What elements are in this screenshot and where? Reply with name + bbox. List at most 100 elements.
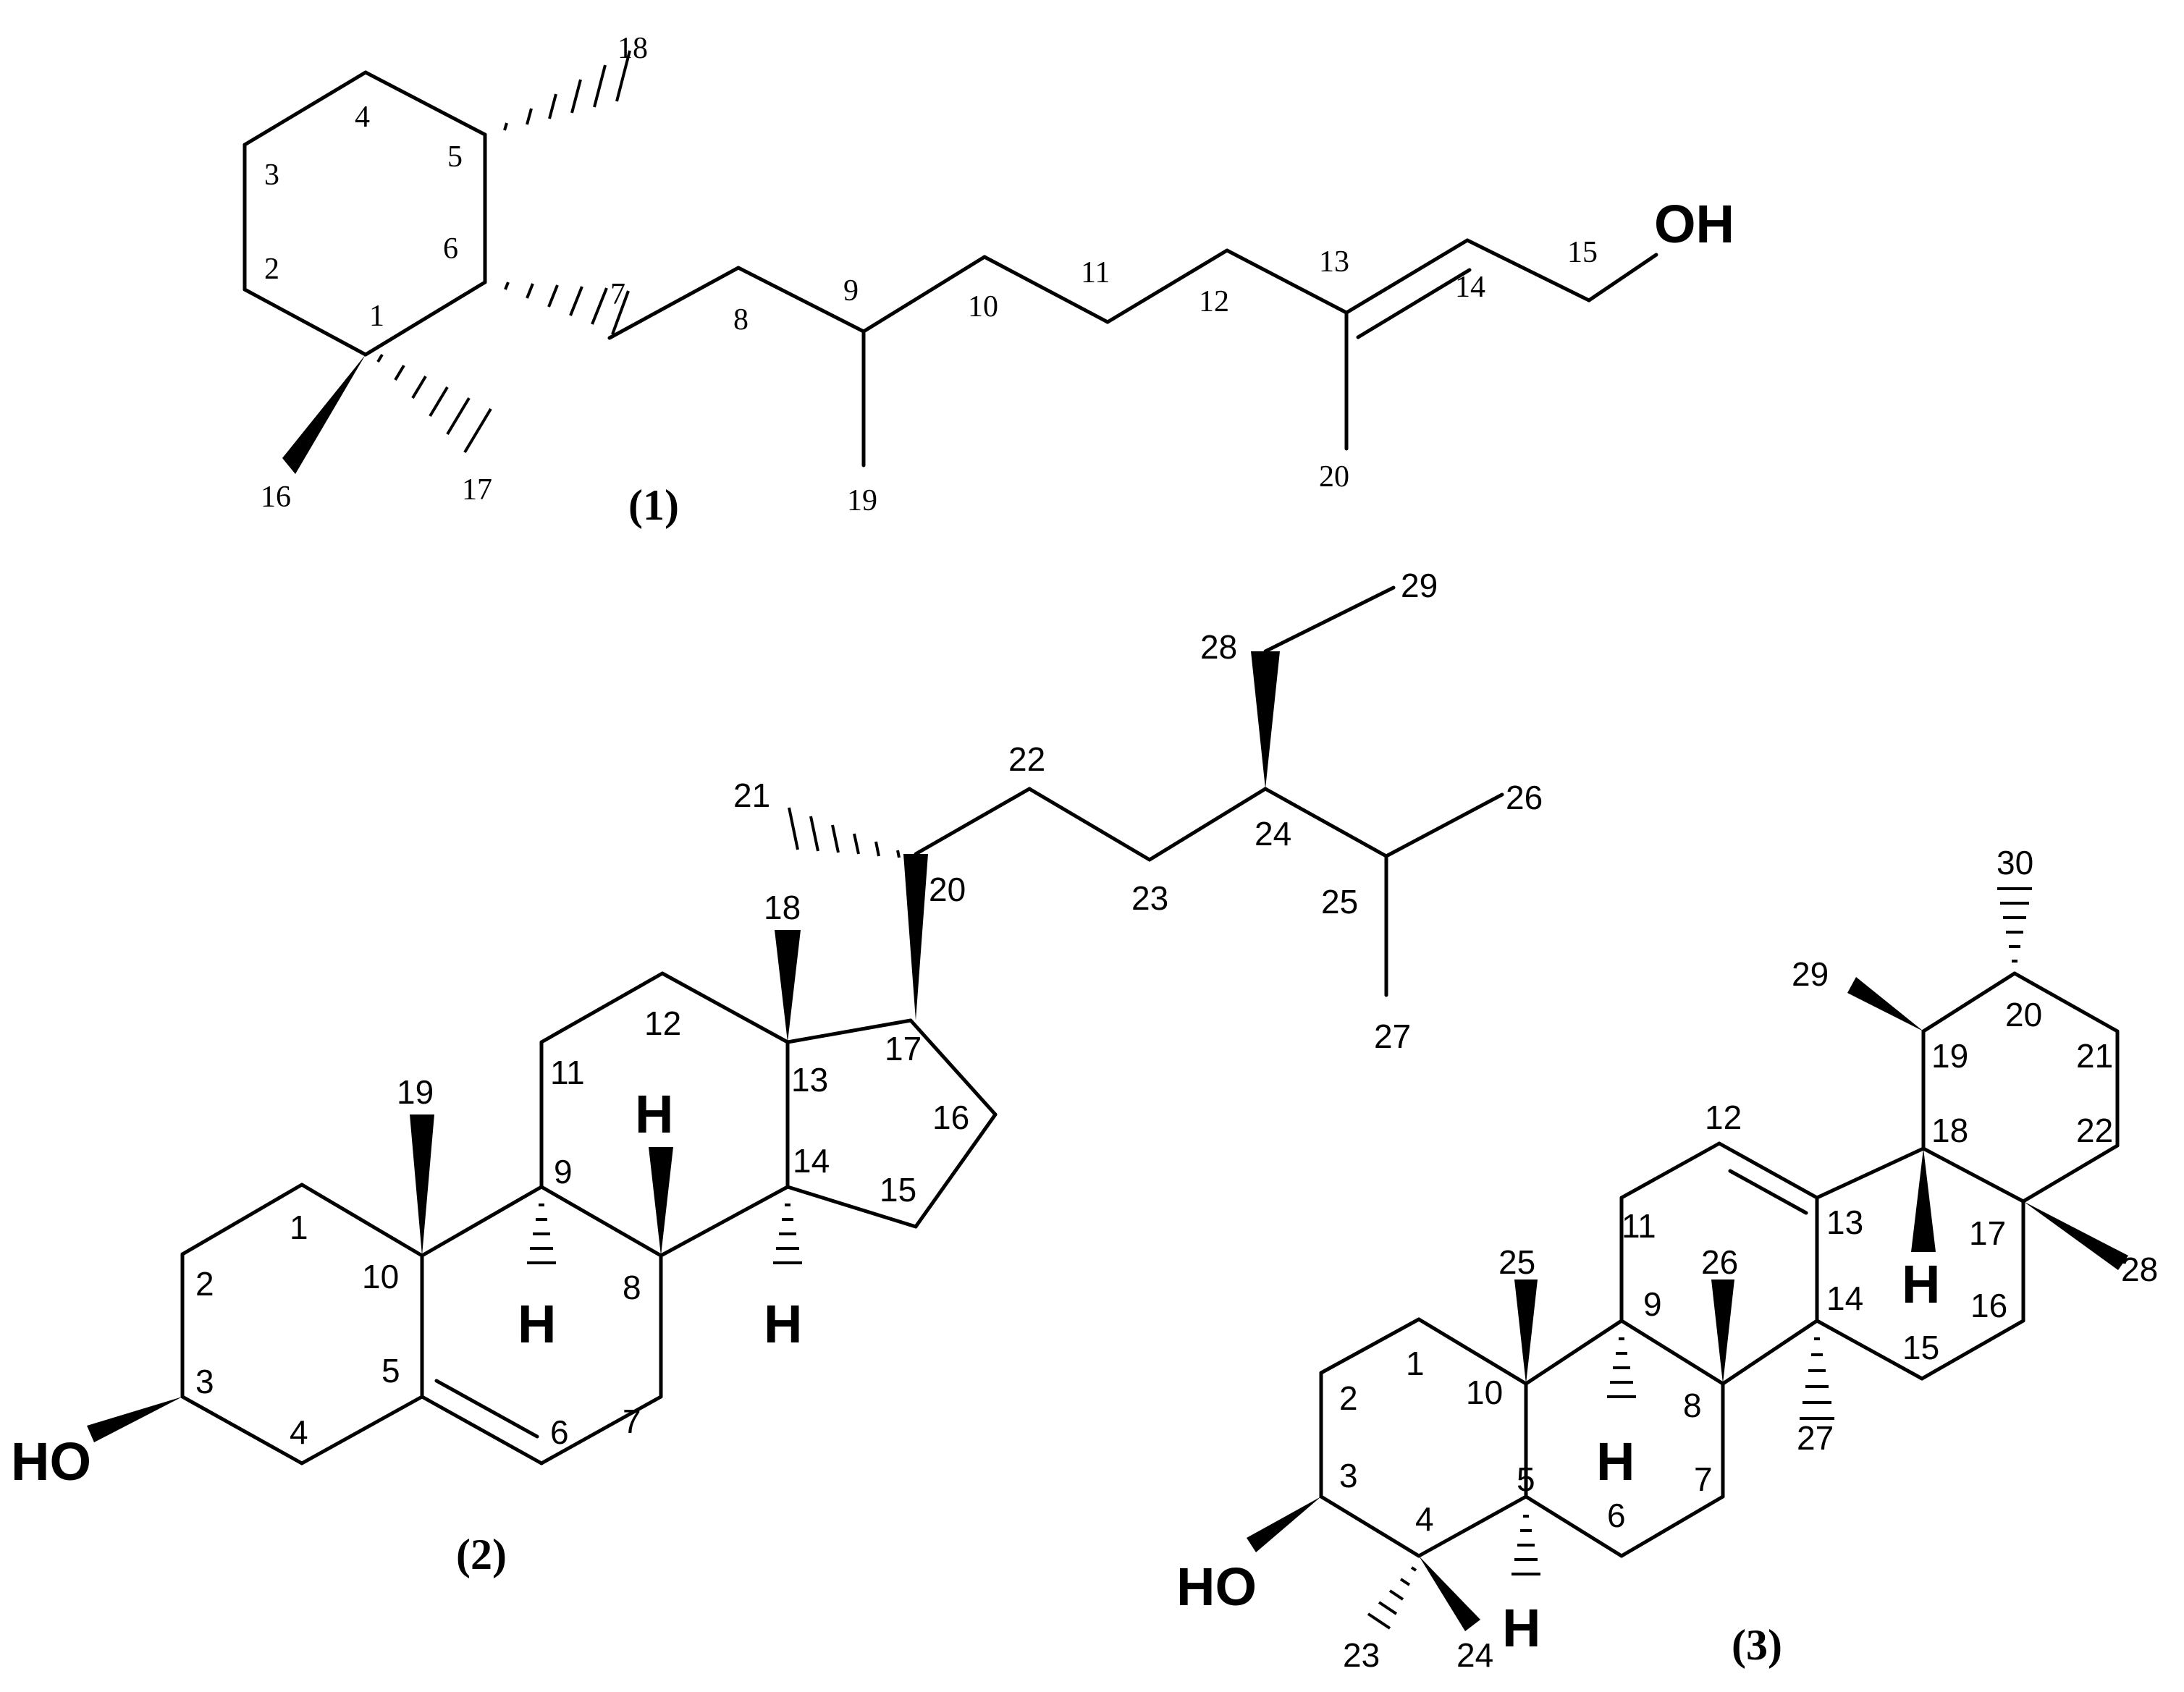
locant: 22 bbox=[1008, 740, 1045, 778]
structure-2-caption: (2) bbox=[456, 1531, 507, 1578]
locant: 10 bbox=[362, 1258, 399, 1295]
locant: 1 bbox=[369, 300, 384, 333]
locant: 8 bbox=[1683, 1387, 1702, 1424]
hydroxyl-label: HO bbox=[1176, 1557, 1257, 1617]
locant: 24 bbox=[1456, 1636, 1493, 1674]
locant: 21 bbox=[2076, 1037, 2113, 1075]
locant: 14 bbox=[793, 1142, 830, 1180]
locant: 17 bbox=[885, 1030, 922, 1067]
locant: 26 bbox=[1701, 1243, 1738, 1281]
locant: 11 bbox=[1081, 256, 1110, 289]
locant: 22 bbox=[2076, 1112, 2113, 1149]
locant: 12 bbox=[1199, 285, 1229, 318]
locant: 8 bbox=[623, 1269, 641, 1306]
locant: 6 bbox=[550, 1413, 569, 1451]
structure-2-stereo-bonds bbox=[87, 651, 1280, 1442]
h-label: H bbox=[1902, 1254, 1940, 1314]
locant: 23 bbox=[1343, 1636, 1380, 1674]
hash-c14-h bbox=[773, 1204, 802, 1264]
locant: 4 bbox=[290, 1413, 308, 1451]
locant: 12 bbox=[644, 1004, 681, 1042]
locant: 13 bbox=[791, 1061, 828, 1099]
locant: 2 bbox=[1339, 1379, 1358, 1417]
locant: 5 bbox=[1517, 1460, 1535, 1498]
locant: 13 bbox=[1826, 1204, 1863, 1241]
hash-c14-c27 bbox=[1800, 1337, 1834, 1420]
structure-1-caption: (1) bbox=[628, 481, 679, 529]
structure-1-bonds bbox=[243, 70, 1658, 468]
locant: 7 bbox=[610, 278, 625, 311]
locant: 18 bbox=[764, 889, 801, 926]
locant: 28 bbox=[1200, 628, 1237, 666]
h-label: H bbox=[1596, 1431, 1635, 1492]
locant: 19 bbox=[847, 484, 877, 517]
h-label: H bbox=[518, 1294, 556, 1354]
locant: 11 bbox=[1622, 1207, 1656, 1245]
h-label: H bbox=[1502, 1598, 1540, 1658]
locant: 9 bbox=[554, 1153, 573, 1190]
locant: 8 bbox=[733, 303, 749, 337]
locant: 14 bbox=[1826, 1279, 1863, 1317]
hash-c1-c17 bbox=[376, 353, 492, 454]
locant: 20 bbox=[929, 871, 966, 908]
locant: 16 bbox=[1970, 1287, 2007, 1324]
locant: 5 bbox=[381, 1352, 400, 1389]
locant: 29 bbox=[1792, 955, 1829, 993]
locant: 25 bbox=[1498, 1243, 1535, 1281]
locant: 10 bbox=[1466, 1374, 1503, 1411]
locant: 20 bbox=[2005, 996, 2042, 1033]
locant: 9 bbox=[1643, 1285, 1662, 1323]
locant: 11 bbox=[550, 1054, 585, 1091]
locant: 15 bbox=[1567, 236, 1598, 269]
structure-3-bonds bbox=[1319, 971, 2120, 1558]
locant: 16 bbox=[932, 1099, 969, 1136]
structure-3-stereo-bonds bbox=[1247, 887, 2128, 1631]
structure-1: 1 2 3 4 5 6 7 8 9 10 11 12 13 14 15 16 1… bbox=[243, 32, 1734, 529]
structure-3-locants: 1 2 3 4 5 6 7 8 9 10 11 12 13 14 15 16 1… bbox=[1339, 844, 2158, 1674]
hash-c4-c23 bbox=[1367, 1566, 1417, 1630]
locant: 6 bbox=[1607, 1497, 1626, 1534]
locant: 2 bbox=[264, 253, 279, 286]
locant: 23 bbox=[1131, 879, 1168, 917]
locant: 3 bbox=[264, 158, 279, 192]
locant: 4 bbox=[355, 101, 370, 134]
hash-c20-c21 bbox=[788, 807, 901, 858]
h-label: H bbox=[635, 1084, 673, 1144]
hash-c5-h bbox=[1511, 1515, 1540, 1575]
locant: 9 bbox=[843, 274, 859, 308]
locant: 27 bbox=[1797, 1419, 1834, 1457]
locant: 3 bbox=[195, 1363, 214, 1400]
locant: 7 bbox=[1694, 1460, 1713, 1498]
hash-c9-h bbox=[1607, 1337, 1636, 1398]
locant: 12 bbox=[1705, 1099, 1742, 1136]
structure-2-bonds bbox=[180, 585, 1504, 1465]
structure-2-locants: 1 2 3 4 5 6 7 8 9 10 11 12 13 14 15 16 1… bbox=[195, 567, 1543, 1451]
structure-1-locants: 1 2 3 4 5 6 7 8 9 10 11 12 13 14 15 16 1… bbox=[261, 32, 1598, 517]
locant: 16 bbox=[261, 481, 291, 514]
locant: 19 bbox=[1931, 1037, 1968, 1075]
hash-c6-c7 bbox=[504, 282, 630, 335]
locant: 18 bbox=[1931, 1112, 1968, 1149]
hash-c9-h bbox=[527, 1204, 556, 1264]
locant: 30 bbox=[1997, 844, 2033, 881]
locant: 6 bbox=[443, 232, 458, 266]
locant: 7 bbox=[623, 1403, 641, 1440]
locant: 15 bbox=[1902, 1329, 1939, 1366]
locant: 29 bbox=[1401, 567, 1438, 604]
h-label: H bbox=[764, 1294, 802, 1354]
locant: 19 bbox=[397, 1073, 434, 1111]
locant: 10 bbox=[968, 290, 998, 323]
structure-1-stereo-bonds bbox=[282, 50, 631, 474]
locant: 27 bbox=[1374, 1018, 1411, 1055]
locant: 1 bbox=[290, 1209, 308, 1246]
hydroxyl-label: OH bbox=[1654, 194, 1734, 254]
locant: 21 bbox=[733, 777, 770, 814]
locant: 2 bbox=[195, 1265, 214, 1303]
locant: 17 bbox=[1969, 1214, 2006, 1252]
locant: 18 bbox=[617, 32, 648, 65]
locant: 1 bbox=[1406, 1345, 1425, 1382]
locant: 15 bbox=[880, 1171, 916, 1209]
locant: 4 bbox=[1415, 1500, 1434, 1538]
hash-c5-c18 bbox=[503, 50, 631, 131]
locant: 13 bbox=[1319, 245, 1349, 279]
